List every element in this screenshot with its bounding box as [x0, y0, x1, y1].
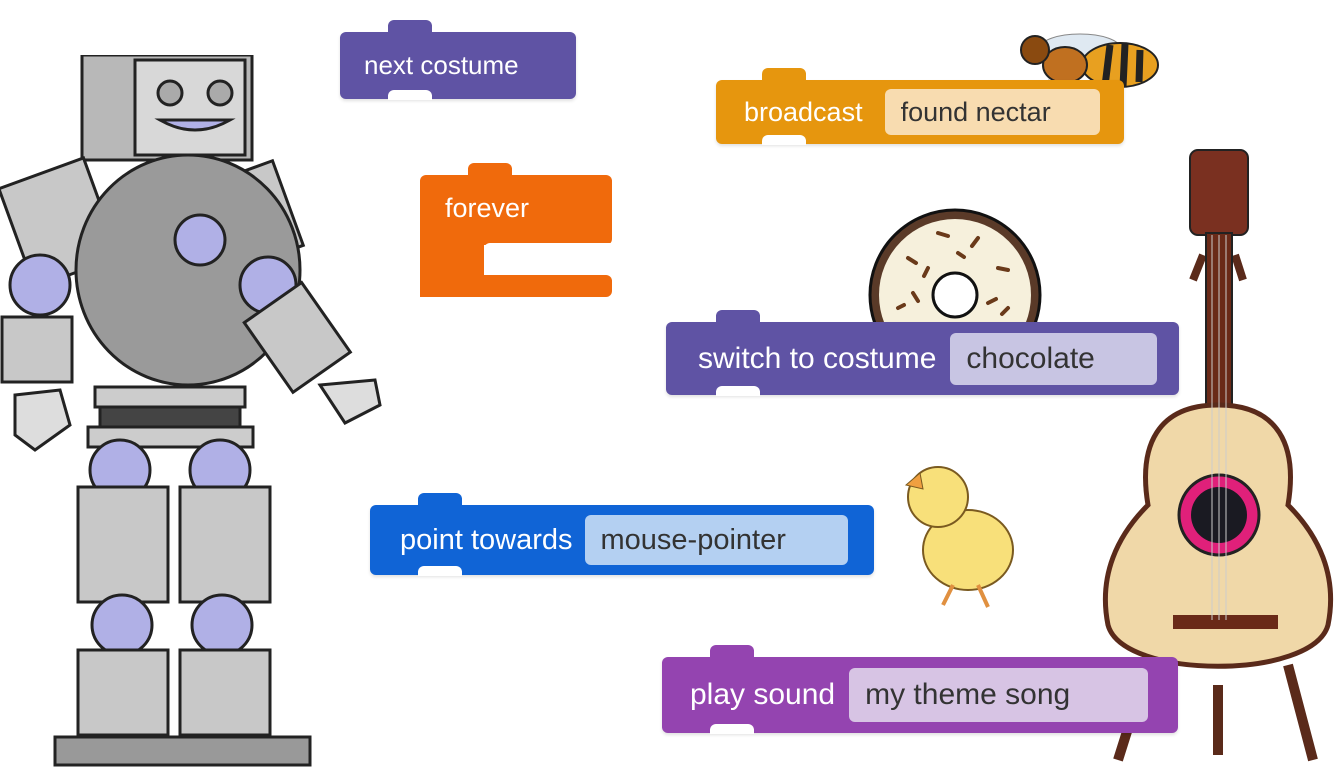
- block-tab: [418, 493, 462, 507]
- broadcast-block[interactable]: broadcast found nectar: [716, 68, 1124, 145]
- block-notch: [484, 243, 612, 275]
- block-tab: [716, 310, 760, 324]
- block-label: play sound: [690, 678, 836, 711]
- block-label: forever: [445, 193, 530, 223]
- block-notch: [710, 724, 754, 734]
- donut-sprite[interactable]: [868, 208, 1043, 323]
- block-tab: [388, 20, 432, 34]
- chick-sprite[interactable]: [898, 455, 1023, 613]
- block-notch: [418, 566, 462, 576]
- sound-dropdown[interactable]: my theme song: [849, 668, 1148, 722]
- play-sound-block[interactable]: play sound my theme song: [662, 645, 1178, 734]
- message-dropdown[interactable]: found nectar: [884, 89, 1100, 135]
- block-notch: [388, 90, 432, 100]
- block-label: point towards: [400, 523, 573, 556]
- block-label: broadcast: [744, 96, 863, 127]
- robot-sprite[interactable]: [0, 55, 385, 767]
- switch-costume-block[interactable]: switch to costume chocolate: [666, 310, 1179, 396]
- block-tab: [468, 163, 512, 177]
- target-dropdown[interactable]: mouse-pointer: [584, 515, 848, 565]
- block-tab: [710, 645, 754, 659]
- point-towards-block[interactable]: point towards mouse-pointer: [370, 493, 874, 576]
- block-notch: [716, 386, 760, 396]
- costume-dropdown[interactable]: chocolate: [950, 332, 1157, 385]
- block-label: next costume: [364, 50, 519, 80]
- next-costume-block[interactable]: next costume: [340, 20, 576, 100]
- block-tab: [762, 68, 806, 82]
- block-label: switch to costume: [698, 341, 937, 375]
- forever-block[interactable]: forever: [420, 163, 612, 297]
- guitar-sprite[interactable]: [1098, 145, 1340, 765]
- block-notch: [762, 135, 806, 145]
